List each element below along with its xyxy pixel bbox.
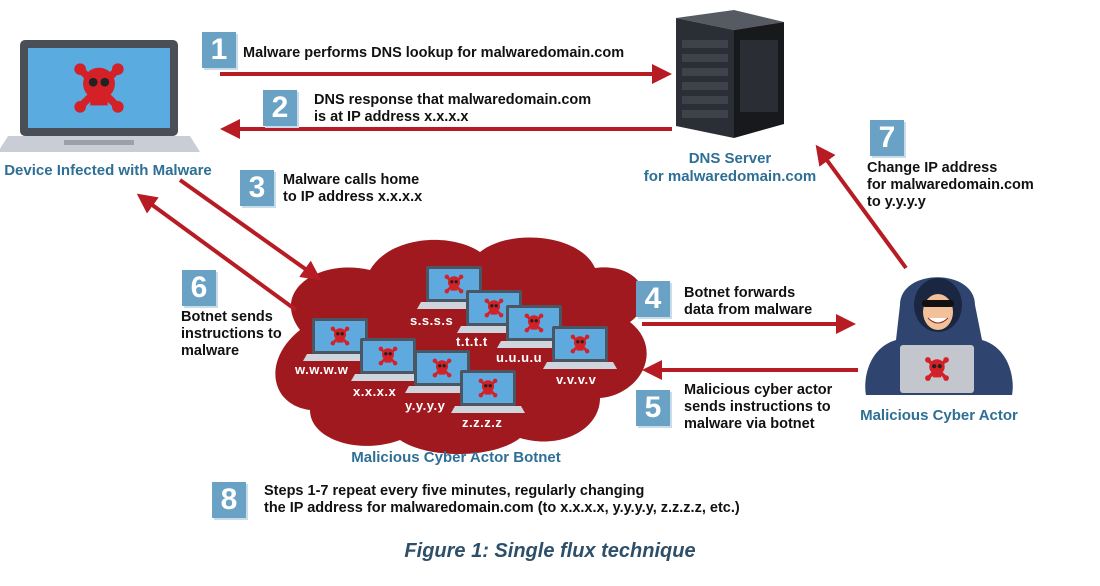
step-5-text: Malicious cyber actor sends instructions… [684,382,832,433]
bot-ip-s: s.s.s.s [410,313,454,328]
botnet-cloud-icon [275,237,647,455]
step-6-badge: 6 [182,270,216,306]
server-icon [676,10,784,138]
step-2-line-1: DNS response that malwaredomain.com [314,92,592,108]
actor-label: Malicious Cyber Actor [860,407,1018,424]
step-8-text: Steps 1-7 repeat every five minutes, reg… [264,483,740,517]
step-7-line-1: Change IP address [867,160,998,176]
step-8-line-2: the IP address for malwaredomain.com (to… [264,500,740,516]
step-2-text: DNS response that malwaredomain.com is a… [314,92,591,126]
arrow-step-3 [178,178,322,281]
step-8-badge: 8 [212,482,246,518]
dns-server-label-line2: for malwaredomain.com [643,168,817,185]
step-4-badge: 4 [636,281,670,317]
bot-ip-z: z.z.z.z [462,415,503,430]
step-6-text: Botnet sends instructions to malware [181,309,282,360]
step-7-badge: 7 [870,120,904,156]
step-5-line-3: malware via botnet [684,416,815,432]
step-2-line-2: is at IP address x.x.x.x [314,109,469,125]
bot-ip-u: u.u.u.u [496,350,543,365]
dns-server-label-line1: DNS Server [688,150,772,167]
bot-ip-t: t.t.t.t [456,334,488,349]
hooded-hacker-icon [865,277,1013,395]
step-2-badge: 2 [263,90,297,126]
step-7-line-2: for malwaredomain.com [867,177,1034,193]
step-6-line-2: instructions to [181,326,282,342]
device-label: Device Infected with Malware [4,162,212,179]
botnet-label: Malicious Cyber Actor Botnet [351,449,561,466]
step-6-line-1: Botnet sends [181,309,273,325]
step-1-text: Malware performs DNS lookup for malwared… [243,45,624,62]
step-3-badge: 3 [240,170,274,206]
step-4-line-2: data from malware [684,302,813,318]
step-5-line-2: sends instructions to [684,399,831,415]
step-1-line-1: Malware performs DNS lookup for malwared… [243,45,625,61]
dns-server-label: DNS Server for malwaredomain.com [630,150,830,186]
figure-caption: Figure 1: Single flux technique [404,540,696,562]
step-4-text: Botnet forwards data from malware [684,285,812,319]
bot-ip-v: v.v.v.v [556,372,597,387]
step-3-text: Malware calls home to IP address x.x.x.x [283,172,422,206]
step-8-line-1: Steps 1-7 repeat every five minutes, reg… [264,483,645,499]
bot-ip-y: y.y.y.y [405,398,446,413]
step-3-line-2: to IP address x.x.x.x [283,189,423,205]
step-4-line-1: Botnet forwards [684,285,796,301]
bot-ip-w: w.w.w.w [295,362,349,377]
step-1-badge: 1 [202,32,236,68]
step-6-line-3: malware [181,343,240,359]
step-3-line-1: Malware calls home [283,172,420,188]
bot-ip-x: x.x.x.x [353,384,397,399]
step-5-line-1: Malicious cyber actor [684,382,833,398]
step-7-text: Change IP address for malwaredomain.com … [867,160,1034,211]
arrow-step-7 [815,144,908,270]
step-5-badge: 5 [636,390,670,426]
step-7-line-3: to y.y.y.y [867,194,926,210]
laptop-icon [0,40,200,152]
arrow-step-6 [136,193,298,312]
